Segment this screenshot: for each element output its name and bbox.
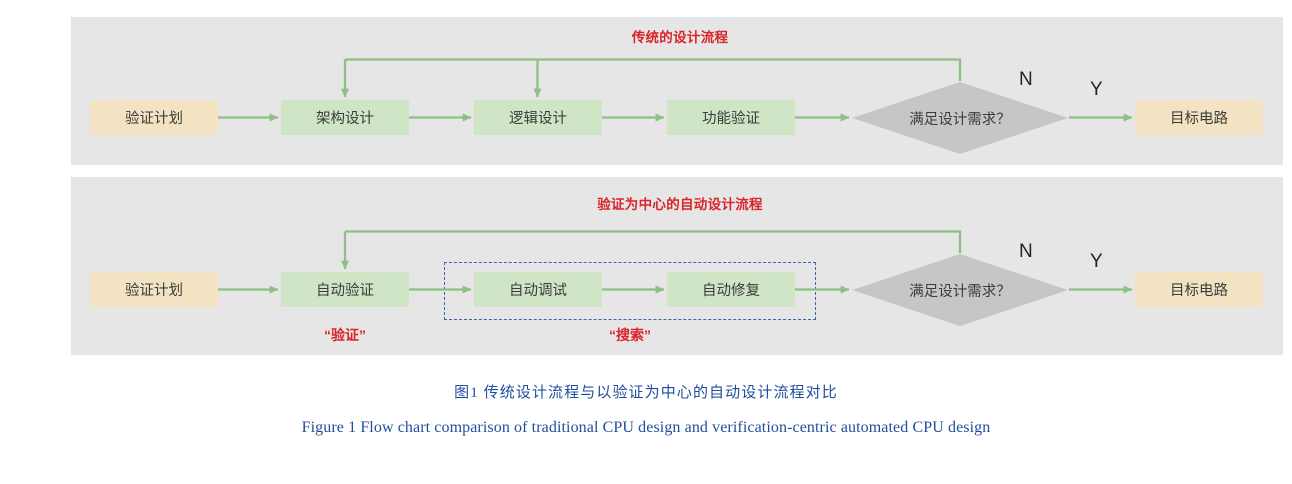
branch-label-no-traditional: N — [1019, 69, 1033, 90]
group-label-verification: “验证” — [324, 327, 366, 343]
figure-caption-chinese: 图1 传统设计流程与以验证为中心的自动设计流程对比 — [454, 385, 838, 401]
figure-caption-english: Figure 1 Flow chart comparison of tradit… — [301, 419, 991, 436]
node-automatic-debug: 自动调试 — [474, 272, 602, 307]
branch-label-yes-automated: Y — [1090, 251, 1103, 272]
flow-title-traditional: 传统的设计流程 — [631, 30, 729, 45]
node-verification-plan-traditional: 验证计划 — [90, 100, 218, 135]
flow-title-automated: 验证为中心的自动设计流程 — [597, 197, 763, 212]
node-target-circuit-traditional: 目标电路 — [1135, 100, 1263, 135]
node-target-circuit-automated: 目标电路 — [1135, 272, 1263, 307]
panel-traditional-flow — [71, 17, 1283, 165]
panel-automated-flow — [71, 177, 1283, 355]
group-label-search: “搜索” — [609, 327, 651, 343]
node-logic-design: 逻辑设计 — [474, 100, 602, 135]
group-box-search — [444, 262, 816, 320]
node-automatic-repair: 自动修复 — [667, 272, 795, 307]
node-automatic-verification: 自动验证 — [281, 272, 409, 307]
branch-label-yes-traditional: Y — [1090, 79, 1103, 100]
branch-label-no-automated: N — [1019, 241, 1033, 262]
node-verification-plan-automated: 验证计划 — [90, 272, 218, 307]
node-function-verification: 功能验证 — [667, 100, 795, 135]
node-architecture-design: 架构设计 — [281, 100, 409, 135]
